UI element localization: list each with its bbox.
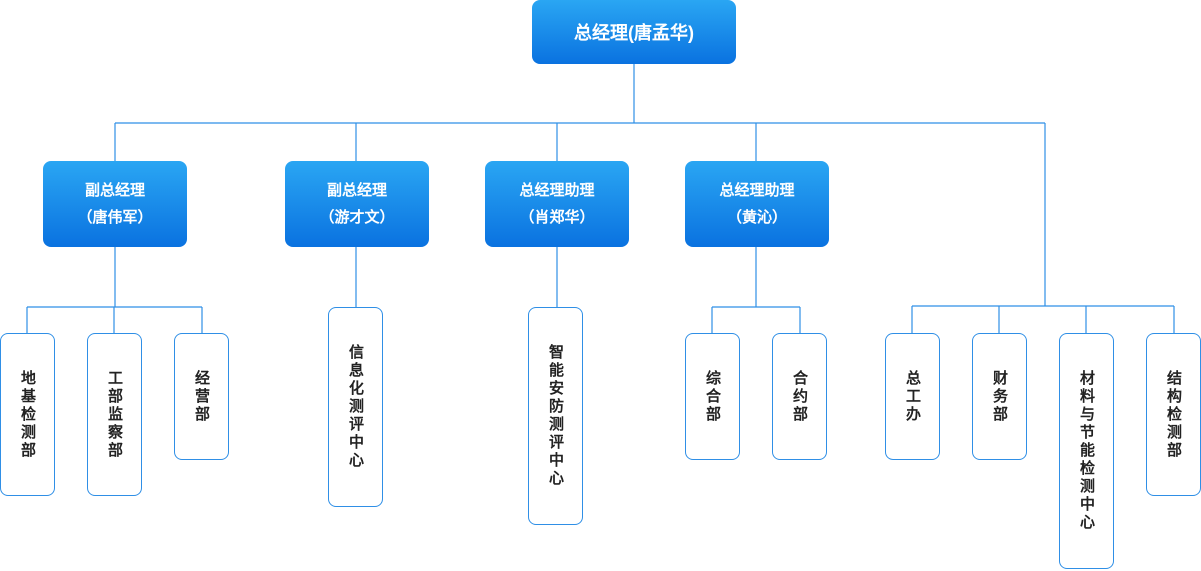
manager-name: （游才文） [319, 209, 395, 226]
manager-name: （肖郑华） [519, 209, 595, 226]
dept-box: 工部监察部 [87, 333, 142, 496]
dept-label: 合约部 [791, 369, 808, 424]
dept-label: 总工办 [904, 369, 921, 424]
dept-box: 财务部 [972, 333, 1027, 460]
manager-role: 总经理助理 [719, 182, 795, 199]
dept-label: 结构检测部 [1165, 369, 1182, 460]
general-manager-label: 总经理(唐孟华) [574, 23, 694, 43]
general-manager-box: 总经理(唐孟华) [532, 0, 736, 64]
dept-box: 综合部 [685, 333, 740, 460]
dept-box: 总工办 [885, 333, 940, 460]
dept-label: 材料与节能检测中心 [1078, 370, 1095, 532]
assistant-manager-box-1: 总经理助理 （肖郑华） [485, 161, 629, 247]
manager-name: （唐伟军） [77, 209, 153, 226]
dept-label: 综合部 [704, 369, 721, 424]
deputy-manager-box-1: 副总经理 （唐伟军） [43, 161, 187, 247]
dept-label: 财务部 [991, 369, 1008, 424]
deputy-manager-box-2: 副总经理 （游才文） [285, 161, 429, 247]
dept-box: 经营部 [174, 333, 229, 460]
manager-role: 副总经理 [84, 182, 145, 199]
dept-label: 经营部 [193, 369, 210, 424]
manager-name: （黄沁） [726, 209, 787, 226]
dept-label: 地基检测部 [19, 369, 36, 460]
manager-role: 总经理助理 [519, 182, 595, 199]
dept-label: 信息化测评中心 [347, 344, 364, 470]
dept-label: 智能安防测评中心 [547, 344, 564, 488]
dept-box: 信息化测评中心 [328, 307, 383, 507]
assistant-manager-box-2: 总经理助理 （黄沁） [685, 161, 829, 247]
dept-box: 材料与节能检测中心 [1059, 333, 1114, 569]
dept-box: 智能安防测评中心 [528, 307, 583, 525]
dept-label: 工部监察部 [106, 369, 123, 460]
dept-box: 合约部 [772, 333, 827, 460]
dept-box: 结构检测部 [1146, 333, 1201, 496]
manager-role: 副总经理 [326, 182, 387, 199]
dept-box: 地基检测部 [0, 333, 55, 496]
